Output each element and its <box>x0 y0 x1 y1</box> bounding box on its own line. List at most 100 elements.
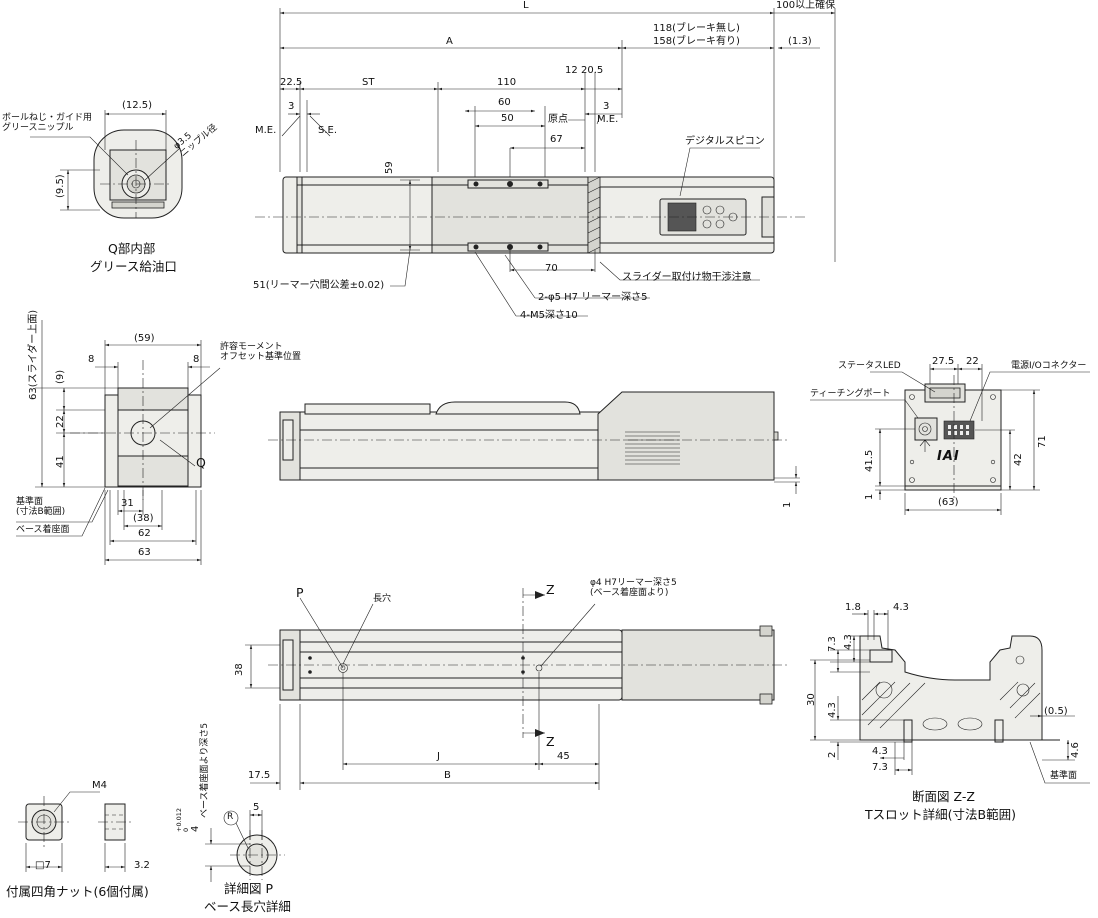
dim-50: 50 <box>501 113 514 124</box>
dim-3-right: 3 <box>603 101 610 112</box>
se-label: S.E. <box>318 125 338 136</box>
p-radius-label: R <box>227 812 234 822</box>
side-dim-1: 1 <box>782 501 793 508</box>
hole-4-label: 4-M5深さ10 <box>520 310 578 321</box>
dim-12: 12 <box>565 65 578 76</box>
bottom-view <box>245 588 790 790</box>
iai-logo: IAI <box>937 449 960 464</box>
dim-A: A <box>446 36 453 47</box>
sec-dim-1-8: 1.8 <box>845 602 861 613</box>
slot-label: 長穴 <box>373 594 392 604</box>
dim-20-5: 20.5 <box>581 65 604 76</box>
grease-nipple-label: ボールねじ・ガイド用 グリースニップル <box>2 113 93 134</box>
section-z-top: Z <box>546 582 555 597</box>
q-callout: Q <box>196 455 206 470</box>
sec-ref-label: 基準面 <box>1050 771 1078 781</box>
dim-ST: ST <box>362 77 375 88</box>
sec-dim-4-3a: 4.3 <box>893 602 909 613</box>
section-title-2: Tスロット詳細(寸法B範囲) <box>865 807 1016 822</box>
bottom-dim-J: J <box>437 751 440 762</box>
right-dim-42: 42 <box>1013 453 1024 466</box>
p-dim-5: 5 <box>253 802 260 813</box>
nut-title: 付属四角ナット(6個付属) <box>6 884 149 899</box>
bottom-dim-45: 45 <box>557 751 570 762</box>
slider-note-label: スライダー取付け物干渉注意 <box>622 272 752 283</box>
dim-60: 60 <box>498 97 511 108</box>
end-dim-41: 41 <box>55 455 66 468</box>
side-view <box>268 391 800 494</box>
right-dim-71: 71 <box>1037 435 1048 448</box>
dim-3-left: 3 <box>288 101 295 112</box>
dim-brake-with: 158(ブレーキ有り) <box>653 36 740 47</box>
detail-q <box>30 110 183 219</box>
status-led-label: ステータスLED <box>838 361 901 371</box>
right-dim-63: (63) <box>938 497 959 508</box>
reference-surface-label: 基準面 (寸法B範囲) <box>16 497 66 518</box>
detail-q-title-1: Q部内部 <box>108 241 156 256</box>
end-dim-31: 31 <box>121 498 134 509</box>
detail-p-title-1: 詳細図 P <box>224 881 274 896</box>
reamer-tolerance-label: 51(リーマー穴間公差±0.02) <box>253 280 385 291</box>
dim-110: 110 <box>497 77 517 88</box>
power-io-label: 電源I/Oコネクター <box>1011 361 1087 371</box>
end-dim-22: 22 <box>55 415 66 428</box>
end-view <box>16 320 221 565</box>
phi4-reamer-label: φ4 H7リーマー深さ5 (ベース着座面より) <box>590 578 677 599</box>
dim-L: L <box>523 0 529 11</box>
end-dim-63: 63 <box>138 547 151 558</box>
dim-brake-none: 118(ブレーキ無し) <box>653 23 740 34</box>
base-seat-label: ベース着座面 <box>16 525 70 535</box>
end-dim-62: 62 <box>138 528 151 539</box>
q-dim-9-5: (9.5) <box>55 174 66 198</box>
sec-dim-7-3b: 7.3 <box>872 762 888 773</box>
dim-59: 59 <box>384 161 395 174</box>
teaching-port-label: ティーチングポート <box>810 389 891 399</box>
dim-70: 70 <box>545 263 558 274</box>
bottom-dim-38: 38 <box>234 663 245 676</box>
hole-2-label: 2-φ5 H7 リーマー深さ5 <box>538 292 648 303</box>
p-depth-label: ベース着座面より深さ5 <box>200 722 210 818</box>
end-dim-63-slider: 63(スライダー上面) <box>28 309 39 400</box>
section-title-1: 断面図 Z-Z <box>912 789 975 804</box>
moment-offset-label: 許容モーメント オフセット基準位置 <box>220 342 302 363</box>
sec-dim-4-3b: 4.3 <box>843 634 854 650</box>
sec-dim-4-3c: 4.3 <box>827 702 838 718</box>
nut-dim-sq7: □7 <box>35 860 51 871</box>
right-dim-1: 1 <box>864 493 875 500</box>
right-dim-27-5: 27.5 <box>932 356 955 367</box>
dim-22-5: 22.5 <box>280 77 303 88</box>
dim-brake-clearance: 100以上確保 <box>776 0 836 11</box>
bottom-dim-17-5: 17.5 <box>248 770 271 781</box>
top-view <box>255 8 836 317</box>
dim-1-3: (1.3) <box>788 36 812 47</box>
q-dim-12-5: (12.5) <box>122 100 153 111</box>
right-end-view <box>810 364 1090 515</box>
end-dim-8a: 8 <box>88 354 95 365</box>
detail-q-title-2: グリース給油口 <box>90 259 177 274</box>
end-dim-8b: 8 <box>193 354 200 365</box>
right-dim-41-5: 41.5 <box>864 449 875 472</box>
right-dim-22: 22 <box>966 356 979 367</box>
detail-p-title-2: ベース長穴詳細 <box>204 899 291 914</box>
sec-dim-0-5: (0.5) <box>1044 706 1068 717</box>
bottom-dim-B: B <box>444 770 451 781</box>
p-dim-4: 4 <box>190 825 201 832</box>
sec-dim-4-3d: 4.3 <box>872 746 888 757</box>
sec-dim-4-6: 4.6 <box>1070 742 1081 758</box>
p-callout: P <box>296 585 304 600</box>
p-tolerance: +0.012 0 <box>175 807 191 832</box>
sec-dim-2: 2 <box>827 751 838 758</box>
me-left-label: M.E. <box>255 125 277 136</box>
digital-spicon-label: デジタルスピコン <box>685 136 765 147</box>
section-z <box>810 610 1090 784</box>
dim-67: 67 <box>550 134 563 145</box>
square-nut <box>18 791 132 872</box>
me-right-label: M.E. <box>597 114 619 125</box>
end-dim-9: (9) <box>55 369 66 384</box>
detail-p <box>205 810 285 882</box>
end-dim-59: (59) <box>134 333 155 344</box>
sec-dim-30: 30 <box>806 693 817 706</box>
section-z-bottom: Z <box>546 734 555 749</box>
nut-dim-3-2: 3.2 <box>134 860 150 871</box>
